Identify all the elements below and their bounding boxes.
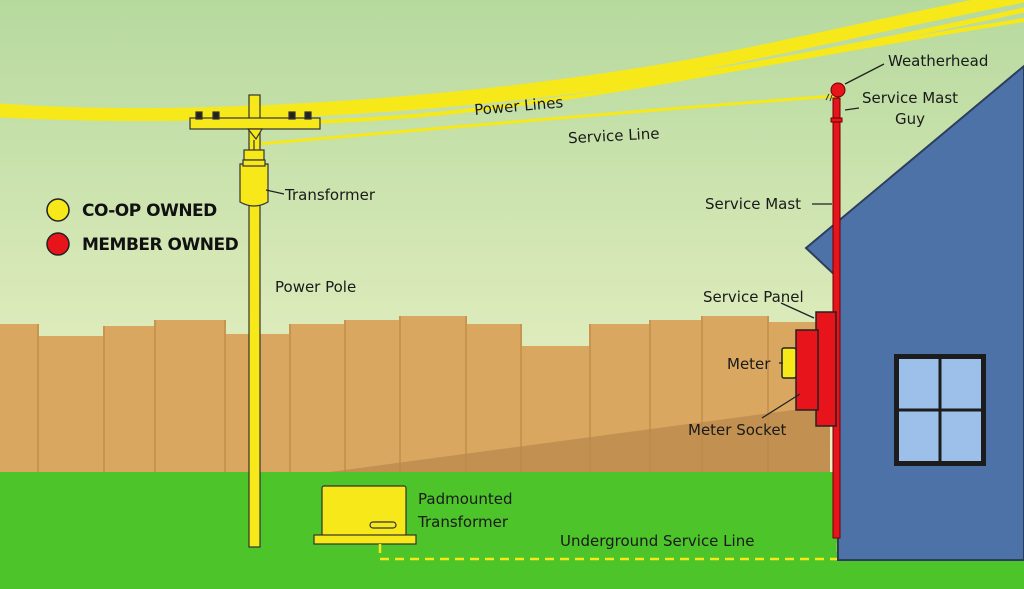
label-meter-socket: Meter Socket [688, 421, 787, 439]
house [804, 64, 1024, 561]
label-service-line: Service Line [568, 124, 660, 147]
padmounted-transformer [313, 485, 417, 545]
service-line [257, 94, 836, 146]
leader-lines [265, 63, 885, 419]
label-underground-service-line: Underground Service Line [560, 532, 754, 550]
power-pole [189, 94, 321, 548]
coop-owned-swatch [46, 198, 70, 222]
label-service-panel: Service Panel [703, 288, 804, 306]
label-meter: Meter [727, 355, 771, 373]
label-weatherhead: Weatherhead [888, 52, 988, 70]
service-panel [781, 311, 837, 427]
member-owned-swatch [46, 232, 70, 256]
legend-coop-owned: CO-OP OWNED [82, 201, 217, 221]
legend-member-owned: MEMBER OWNED [82, 235, 239, 255]
label-power-pole: Power Pole [275, 278, 356, 296]
label-service-mast-guy-line2: Guy [895, 110, 925, 128]
fence [0, 316, 830, 480]
pole-transformer [239, 140, 269, 207]
label-transformer: Transformer [284, 186, 376, 204]
label-service-mast: Service Mast [705, 195, 801, 213]
legend: CO-OP OWNED MEMBER OWNED [46, 198, 239, 256]
label-padmounted-line2: Transformer [417, 513, 509, 531]
label-padmounted-line1: Padmounted [418, 490, 513, 508]
label-service-mast-guy-line1: Service Mast [862, 89, 958, 107]
